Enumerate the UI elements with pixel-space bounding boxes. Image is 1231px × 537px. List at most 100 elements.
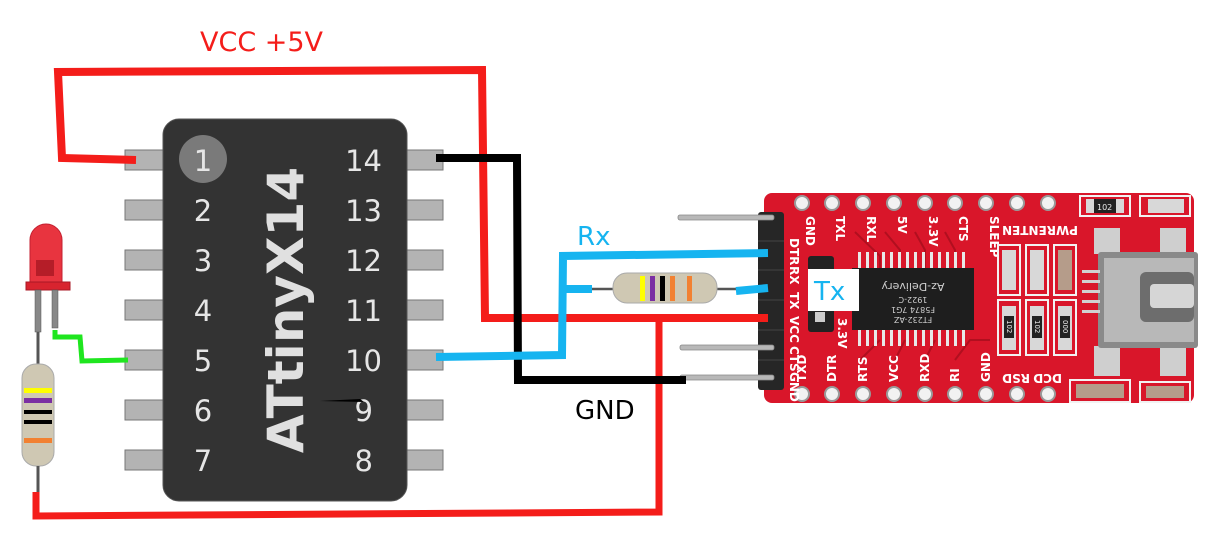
- pin-num-9: 9: [355, 394, 373, 428]
- pin-num-2: 2: [194, 194, 212, 228]
- ft232-ic: FT232-AZ F5874 7G1 1922-C Az-Delivery: [852, 252, 974, 346]
- band-violet: [650, 276, 655, 301]
- pin-num-10: 10: [345, 344, 382, 378]
- hdr-label-dtr: DTR: [787, 238, 801, 265]
- header-pin-5: [679, 344, 775, 351]
- pcb-label-rxl: RXL: [864, 216, 878, 242]
- band-yellow: [24, 388, 52, 393]
- band-violet: [24, 398, 52, 403]
- pcb-label-dtr: DTR: [825, 355, 839, 382]
- chip-pin-5: [124, 349, 166, 371]
- vcc-label: VCC +5V: [200, 27, 324, 58]
- pcb-label-3v3: 3.3V: [926, 216, 940, 247]
- chip-pin-12: [402, 249, 444, 271]
- pin-num-8: 8: [355, 444, 373, 478]
- hdr-label-gnd: GND: [787, 372, 801, 402]
- hdr-label-vcc: VCC: [787, 316, 801, 343]
- chip-body: [162, 118, 408, 502]
- header-pin-6: [679, 374, 775, 381]
- led-wire: [52, 330, 129, 364]
- chip-pin-3: [124, 249, 166, 271]
- ic-line-1: FT232-AZ: [893, 315, 932, 324]
- chip-pin-9: [402, 399, 444, 421]
- band-yellow: [640, 276, 645, 301]
- hdr-label-rx: RX: [787, 266, 801, 285]
- chip-pin-2: [124, 199, 166, 221]
- band-black: [660, 276, 665, 301]
- band-orange-2: [687, 276, 692, 301]
- stray-mark: [320, 399, 364, 402]
- smd-components: 102 102 000 102: [997, 195, 1191, 403]
- smd-code-1: 102: [1005, 320, 1013, 333]
- pcb-label-dcd: DCD: [1033, 371, 1062, 385]
- band-black-2: [24, 420, 52, 424]
- ic-line-4: Az-Delivery: [881, 280, 944, 293]
- smd-code-2: 102: [1033, 320, 1041, 333]
- tx-wire: [735, 284, 769, 295]
- vcc-wire-led: [32, 318, 663, 520]
- pin-num-3: 3: [194, 244, 212, 278]
- vcc-wire: [53, 65, 768, 322]
- pin-num-1: 1: [194, 144, 212, 178]
- attiny-chip: 1 2 3 4 5 6 7 14 13 12 11 10 9 8 ATtinyX…: [124, 118, 444, 502]
- chip-name: ATtinyX14: [257, 167, 315, 453]
- bottom-labels: TXD DTR RTS VCC RXD RI GND RSD DCD: [795, 352, 1062, 385]
- pin1-marker: [179, 135, 227, 183]
- smd-code-4: 000: [1061, 320, 1069, 333]
- left-pins: [124, 149, 166, 471]
- top-holes: [794, 195, 1056, 211]
- smd-code-3: 102: [1097, 203, 1112, 212]
- ic-pins-bottom: [858, 326, 965, 346]
- pin-num-12: 12: [345, 244, 382, 278]
- jumper-label: 3.3V: [835, 318, 849, 349]
- gnd-label: GND: [575, 396, 635, 426]
- pcb-label-vcc: VCC: [887, 355, 901, 382]
- pcb-label-cts: CTS: [956, 216, 970, 242]
- chip-pin-6: [124, 399, 166, 421]
- pin-num-14: 14: [345, 144, 382, 178]
- hdr-label-cts: CTS: [787, 346, 801, 372]
- gnd-wire: [436, 154, 686, 384]
- band-orange: [670, 276, 675, 301]
- header-side-labels: DTR RX TX VCC CTS GND: [787, 238, 801, 402]
- band-black-1: [24, 410, 52, 414]
- chip-pin-7: [124, 449, 166, 471]
- band-orange: [24, 438, 52, 443]
- tx-label-bg: [808, 269, 859, 311]
- pcb-label-pwrenten: PWRENTEN: [1002, 223, 1078, 237]
- serial-resistor: [590, 272, 736, 304]
- led-resistor: [21, 363, 55, 467]
- pin-num-13: 13: [345, 194, 382, 228]
- ic-line-3: 1922-C: [898, 295, 927, 304]
- pcb-label-5v: 5V: [895, 216, 909, 234]
- chip-pin-11: [402, 299, 444, 321]
- right-pins: [402, 149, 444, 471]
- pcb-label-gnd: GND: [803, 216, 817, 246]
- led: [25, 223, 71, 333]
- chip-pin-4: [124, 299, 166, 321]
- ic-line-2: F5874 7G1: [891, 305, 935, 314]
- wires: [32, 65, 769, 520]
- pin-num-5: 5: [194, 344, 212, 378]
- tx-label: Tx: [813, 277, 845, 307]
- ic-pins-top: [858, 252, 965, 272]
- header-pin-1: [677, 214, 775, 221]
- pcb-label-txl: TXL: [833, 216, 847, 241]
- pcb-label-rts: RTS: [856, 356, 870, 382]
- pcb-body: [764, 193, 1194, 403]
- chip-pin-13: [402, 199, 444, 221]
- usb-connector: [1082, 228, 1198, 376]
- pin-num-11: 11: [345, 294, 382, 328]
- pin-num-6: 6: [194, 394, 212, 428]
- rx-label: Rx: [577, 222, 610, 252]
- pin-num-4: 4: [194, 294, 212, 328]
- rx-wire: [435, 249, 769, 361]
- pcb-label-txd: TXD: [795, 355, 809, 382]
- pcb-label-ri: RI: [948, 368, 962, 382]
- top-labels: GND TXL RXL 5V 3.3V CTS SLEEP PWRENTEN: [803, 216, 1078, 258]
- pin-num-7: 7: [194, 444, 212, 478]
- pcb-label-gnd2: GND: [979, 352, 993, 382]
- pcb-label-rxd: RXD: [918, 354, 932, 382]
- bottom-holes: [794, 386, 1056, 402]
